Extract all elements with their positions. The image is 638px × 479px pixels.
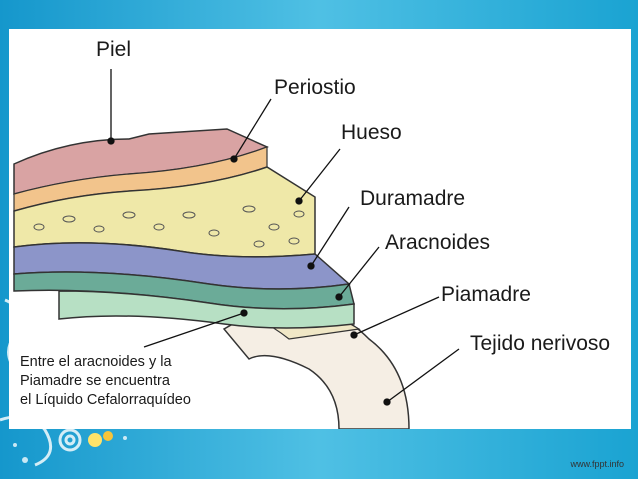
meninges-diagram: [13, 69, 460, 429]
label-aracnoides: Aracnoides: [385, 231, 491, 254]
note-line-1: Entre el aracnoides y la: [20, 354, 172, 370]
leader-lines: [107, 69, 460, 406]
credit-text: www.fppt.info: [570, 459, 624, 469]
pia-mater-layer: [58, 290, 355, 329]
label-piamadre: Piamadre: [441, 283, 531, 306]
bone-pores: [33, 205, 305, 248]
note-line-2: Piamadre se encuentra: [20, 373, 170, 389]
sparkle-ornament: [13, 436, 127, 463]
label-hueso: Hueso: [341, 121, 402, 144]
csf-note: Entre el aracnoides y la Piamadre se enc…: [20, 353, 191, 410]
label-piel: Piel: [96, 38, 132, 61]
flower-ornament: [88, 431, 113, 447]
label-duramadre: Duramadre: [360, 187, 466, 210]
label-tejido-nerivoso: Tejido nerivoso: [470, 332, 611, 355]
note-line-3: el Líquido Cefalorraquídeo: [20, 392, 191, 408]
label-periostio: Periostio: [274, 76, 356, 99]
